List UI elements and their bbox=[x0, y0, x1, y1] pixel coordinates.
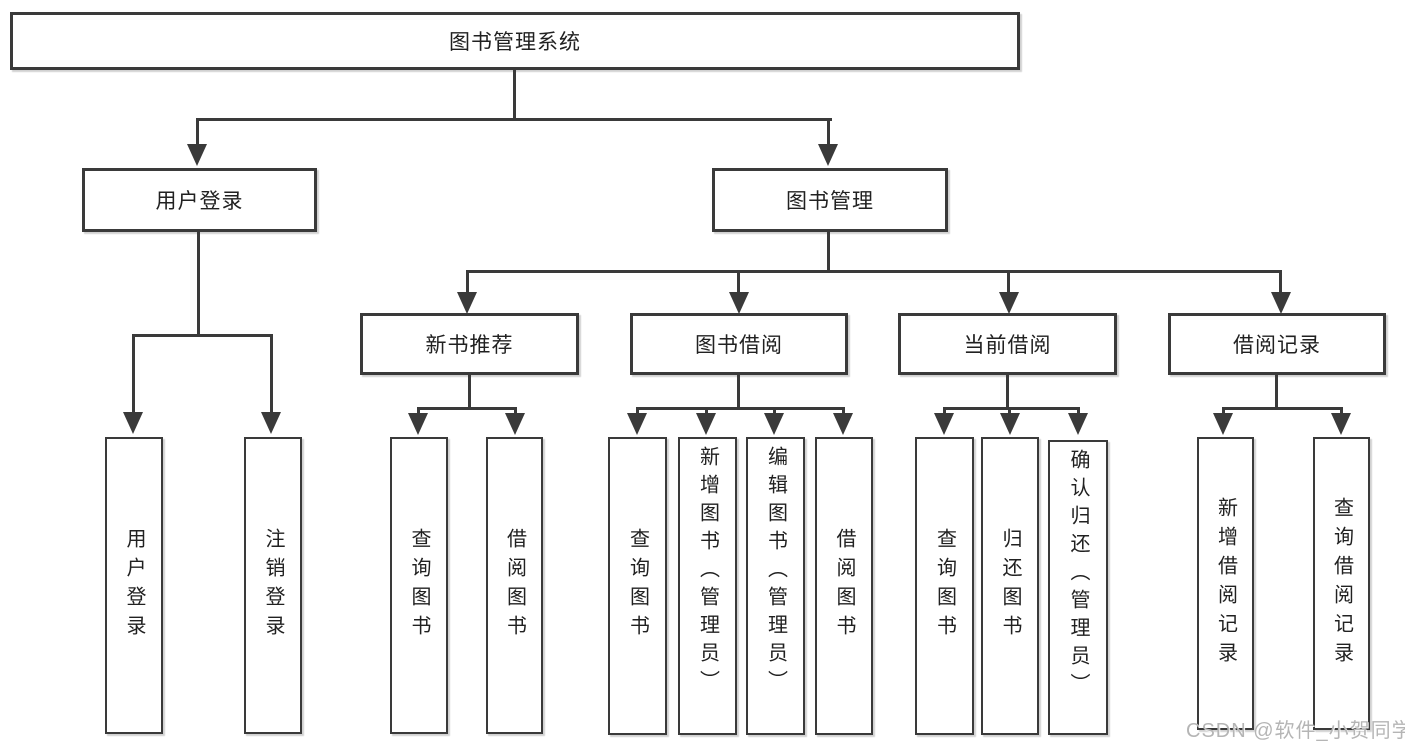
arrowhead-bb-edit bbox=[764, 413, 784, 435]
arrowhead-br-query bbox=[1331, 413, 1351, 435]
leaf-cb-return-books: 归还图书 bbox=[981, 437, 1039, 735]
leaf-nb-query-books: 查询图书 bbox=[390, 437, 448, 734]
arrowhead-br-add bbox=[1213, 413, 1233, 435]
leaf-cb-confirm-return-admin: 确认归还（管理员） bbox=[1048, 440, 1108, 735]
arrowhead-bb-add bbox=[696, 413, 716, 435]
connector-bm-stem-3 bbox=[1007, 270, 1010, 294]
leaf-bb-add-books-admin: 新增图书（管理员） bbox=[678, 437, 737, 735]
leaf-label: 编辑图书（管理员） bbox=[764, 446, 787, 698]
connector-br-stem bbox=[1275, 375, 1278, 408]
connector-cb-stem-2 bbox=[1008, 407, 1011, 415]
watermark-text: CSDN @软件_小贺同学 bbox=[1186, 720, 1405, 742]
node-current-borrowing: 当前借阅 bbox=[898, 313, 1117, 375]
connector-bb-horizontal bbox=[636, 407, 844, 410]
connector-nb-stem bbox=[468, 375, 471, 408]
connector-nb-stem-1 bbox=[417, 407, 420, 415]
connector-cb-stem-1 bbox=[943, 407, 946, 415]
arrowhead-ul-user-login bbox=[123, 412, 143, 434]
arrowhead-ul-logout bbox=[261, 412, 281, 434]
connector-br-stem-2 bbox=[1340, 407, 1343, 415]
connector-bb-stem bbox=[737, 375, 740, 408]
node-label: 用户登录 bbox=[155, 190, 244, 213]
leaf-cb-query-books: 查询图书 bbox=[915, 437, 974, 735]
node-book-borrowing: 图书借阅 bbox=[630, 313, 848, 375]
leaf-label: 确认归还（管理员） bbox=[1067, 449, 1089, 701]
arrowhead-bb-query bbox=[627, 413, 647, 435]
arrowhead-bb-borrow bbox=[833, 413, 853, 435]
arrowhead-book-mgmt bbox=[818, 144, 838, 166]
node-user-login: 用户登录 bbox=[82, 168, 317, 232]
node-label: 图书管理系统 bbox=[449, 31, 581, 54]
leaf-label: 新增借阅记录 bbox=[1214, 496, 1237, 671]
arrowhead-user-login bbox=[187, 144, 207, 166]
leaf-br-query-record: 查询借阅记录 bbox=[1313, 437, 1370, 730]
leaf-br-add-record: 新增借阅记录 bbox=[1197, 437, 1254, 730]
leaf-logout: 注销登录 bbox=[244, 437, 302, 734]
connector-user-login-stem bbox=[196, 118, 199, 148]
leaf-bb-borrow-books: 借阅图书 bbox=[815, 437, 873, 735]
leaf-label: 借阅图书 bbox=[503, 527, 526, 644]
leaf-label: 查询图书 bbox=[408, 527, 430, 644]
connector-ul-stem bbox=[197, 232, 200, 336]
connector-bb-stem-4 bbox=[842, 407, 845, 415]
connector-bm-stem-2 bbox=[737, 270, 740, 294]
connector-bm-stem bbox=[827, 232, 830, 272]
node-label: 当前借阅 bbox=[963, 334, 1052, 357]
arrowhead-book-borrow bbox=[729, 292, 749, 314]
leaf-nb-borrow-books: 借阅图书 bbox=[486, 437, 543, 734]
leaf-label: 查询图书 bbox=[933, 528, 956, 644]
connector-cb-horizontal bbox=[943, 407, 1080, 410]
connector-root-stem bbox=[513, 70, 516, 119]
node-library-management-system: 图书管理系统 bbox=[10, 12, 1020, 70]
connector-bm-stem-1 bbox=[466, 270, 469, 294]
leaf-bb-query-books: 查询图书 bbox=[608, 437, 667, 735]
connector-ul-left-stem bbox=[132, 334, 135, 412]
node-book-management: 图书管理 bbox=[712, 168, 948, 232]
leaf-label: 借阅图书 bbox=[833, 528, 855, 644]
leaf-bb-edit-books-admin: 编辑图书（管理员） bbox=[746, 437, 805, 735]
connector-bb-stem-1 bbox=[636, 407, 639, 415]
leaf-label: 查询图书 bbox=[626, 528, 649, 644]
leaf-label: 用户登录 bbox=[123, 527, 145, 644]
connector-cb-stem bbox=[1006, 375, 1009, 408]
arrowhead-current-borrow bbox=[999, 292, 1019, 314]
connector-cb-stem-3 bbox=[1077, 407, 1080, 415]
connector-bb-stem-3 bbox=[773, 407, 776, 415]
connector-level1-horizontal bbox=[196, 118, 832, 121]
connector-bm-stem-4 bbox=[1279, 270, 1282, 294]
arrowhead-new-books bbox=[457, 292, 477, 314]
connector-book-mgmt-stem bbox=[827, 118, 830, 148]
connector-ul-horizontal bbox=[132, 334, 273, 337]
leaf-label: 归还图书 bbox=[999, 528, 1021, 644]
node-new-book-recommend: 新书推荐 bbox=[360, 313, 579, 375]
connector-bm-horizontal bbox=[466, 270, 1282, 273]
leaf-label: 查询借阅记录 bbox=[1330, 496, 1353, 671]
connector-nb-stem-2 bbox=[514, 407, 517, 415]
leaf-label: 注销登录 bbox=[262, 527, 284, 644]
node-label: 借阅记录 bbox=[1233, 334, 1321, 357]
leaf-user-login: 用户登录 bbox=[105, 437, 163, 734]
arrowhead-cb-query bbox=[934, 413, 954, 435]
leaf-label: 新增图书（管理员） bbox=[696, 446, 719, 698]
connector-br-horizontal bbox=[1222, 407, 1342, 410]
arrowhead-nb-borrow bbox=[505, 413, 525, 435]
arrowhead-nb-query bbox=[408, 413, 428, 435]
arrowhead-cb-return bbox=[1000, 413, 1020, 435]
node-label: 新书推荐 bbox=[425, 334, 514, 357]
connector-nb-horizontal bbox=[417, 407, 517, 410]
arrowhead-borrow-records bbox=[1271, 292, 1291, 314]
arrowhead-cb-confirm bbox=[1068, 413, 1088, 435]
node-borrow-records: 借阅记录 bbox=[1168, 313, 1386, 375]
node-label: 图书管理 bbox=[786, 190, 874, 213]
connector-bb-stem-2 bbox=[705, 407, 708, 415]
connector-br-stem-1 bbox=[1222, 407, 1225, 415]
node-label: 图书借阅 bbox=[695, 334, 783, 357]
connector-ul-right-stem bbox=[270, 334, 273, 412]
